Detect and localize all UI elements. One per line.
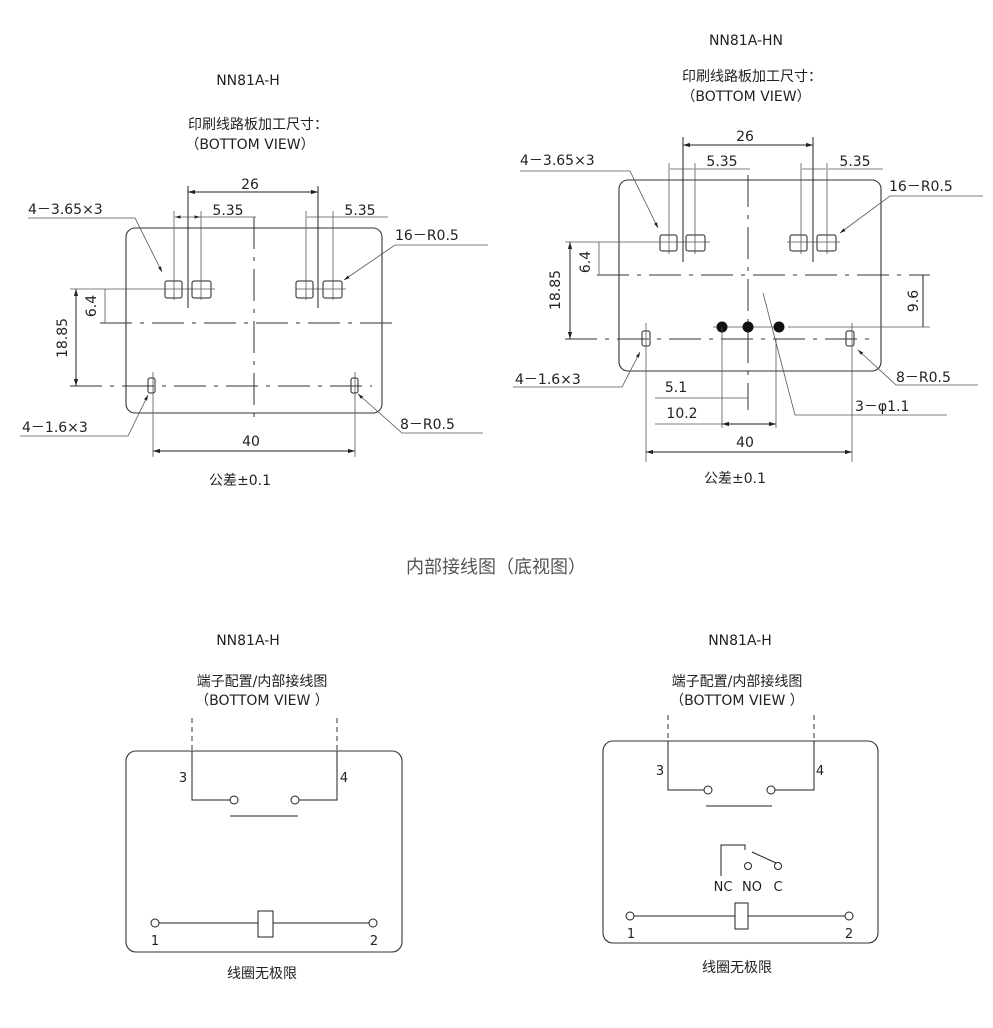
- pin-4-label: 4: [816, 764, 824, 779]
- dim-5-35-right: 5.35: [344, 203, 375, 219]
- note-hole-size: 3－φ1.1: [855, 399, 909, 415]
- dim-10-2: 10.2: [666, 406, 697, 422]
- note-slot-radius: 8－R0.5: [896, 370, 951, 386]
- pin-3-label: 3: [656, 764, 664, 779]
- drawing-title: 印刷线路板加工尺寸：: [188, 117, 328, 133]
- pin-hole: [773, 321, 785, 333]
- model-label: NN81A-H: [708, 633, 772, 649]
- wiring-title: 端子配置/内部接线图: [197, 673, 328, 690]
- pin-4-label: 4: [340, 771, 348, 786]
- relay-outline: [602, 740, 879, 944]
- tolerance-note: 公差±0.1: [704, 471, 766, 487]
- dim-26: 26: [736, 129, 754, 145]
- dim-5-35-left: 5.35: [212, 203, 243, 219]
- pin-3-label: 3: [179, 771, 187, 786]
- dim-5-35-left: 5.35: [706, 154, 737, 170]
- right-pcb-drawing: NN81A-HN 印刷线路板加工尺寸： （BOTTOM VIEW） 26 5.3…: [513, 33, 983, 487]
- dim-40: 40: [242, 434, 260, 450]
- pin-1-label: 1: [151, 934, 159, 949]
- drawing-title: 印刷线路板加工尺寸：: [682, 69, 822, 85]
- pin-hole: [742, 321, 754, 333]
- model-label: NN81A-H: [216, 73, 280, 89]
- note-pad-size: 4－3.65×3: [28, 202, 103, 218]
- model-label: NN81A-H: [216, 633, 280, 649]
- dim-40: 40: [736, 435, 754, 451]
- coil-symbol: [734, 902, 749, 930]
- dim-6-4: 6.4: [84, 295, 100, 317]
- contact-terminal: [290, 795, 300, 805]
- note-pad-radius: 16－R0.5: [889, 179, 953, 195]
- dim-18-85: 18.85: [548, 270, 564, 310]
- view-label: （BOTTOM VIEW）: [681, 89, 810, 105]
- pads: [147, 280, 359, 394]
- left-wiring-diagram: NN81A-H 端子配置/内部接线图 （BOTTOM VIEW ） 3 4 1 …: [125, 633, 403, 982]
- relay-outline: [125, 750, 403, 953]
- coil-note: 线圈无极限: [702, 960, 772, 976]
- view-label: （BOTTOM VIEW ）: [670, 693, 804, 709]
- pin-1-label: 1: [627, 927, 635, 942]
- right-wiring-diagram: NN81A-H 端子配置/内部接线图 （BOTTOM VIEW ） 3 4 NC…: [602, 633, 879, 976]
- dim-5-1: 5.1: [665, 380, 687, 396]
- wiring-title: 端子配置/内部接线图: [672, 673, 803, 690]
- note-slot-radius: 8－R0.5: [400, 417, 455, 433]
- pin-2-label: 2: [370, 934, 378, 949]
- view-label: （BOTTOM VIEW）: [185, 137, 314, 153]
- contact-terminal: [229, 795, 239, 805]
- coil-note: 线圈无极限: [227, 966, 297, 982]
- view-label: （BOTTOM VIEW ）: [195, 693, 329, 709]
- dim-9-6: 9.6: [906, 290, 922, 312]
- pin-2-label: 2: [845, 927, 853, 942]
- note-slot-size: 4－1.6×3: [22, 420, 88, 436]
- no-label: NO: [742, 880, 762, 895]
- dim-18-85: 18.85: [55, 318, 71, 358]
- c-label: C: [773, 880, 782, 895]
- dim-5-35-right: 5.35: [839, 154, 870, 170]
- coil-symbol: [257, 910, 274, 938]
- dim-26: 26: [241, 177, 259, 193]
- section-title: 内部接线图（底视图）: [406, 557, 586, 578]
- dim-6-4: 6.4: [578, 251, 594, 273]
- note-slot-size: 4－1.6×3: [515, 372, 581, 388]
- left-pcb-drawing: NN81A-H 印刷线路板加工尺寸： （BOTTOM VIEW） 26 5.35: [20, 73, 488, 489]
- note-pad-radius: 16－R0.5: [395, 228, 459, 244]
- note-pad-size: 4－3.65×3: [520, 153, 595, 169]
- nc-label: NC: [714, 880, 733, 895]
- model-label: NN81A-HN: [709, 33, 783, 49]
- tolerance-note: 公差±0.1: [209, 473, 271, 489]
